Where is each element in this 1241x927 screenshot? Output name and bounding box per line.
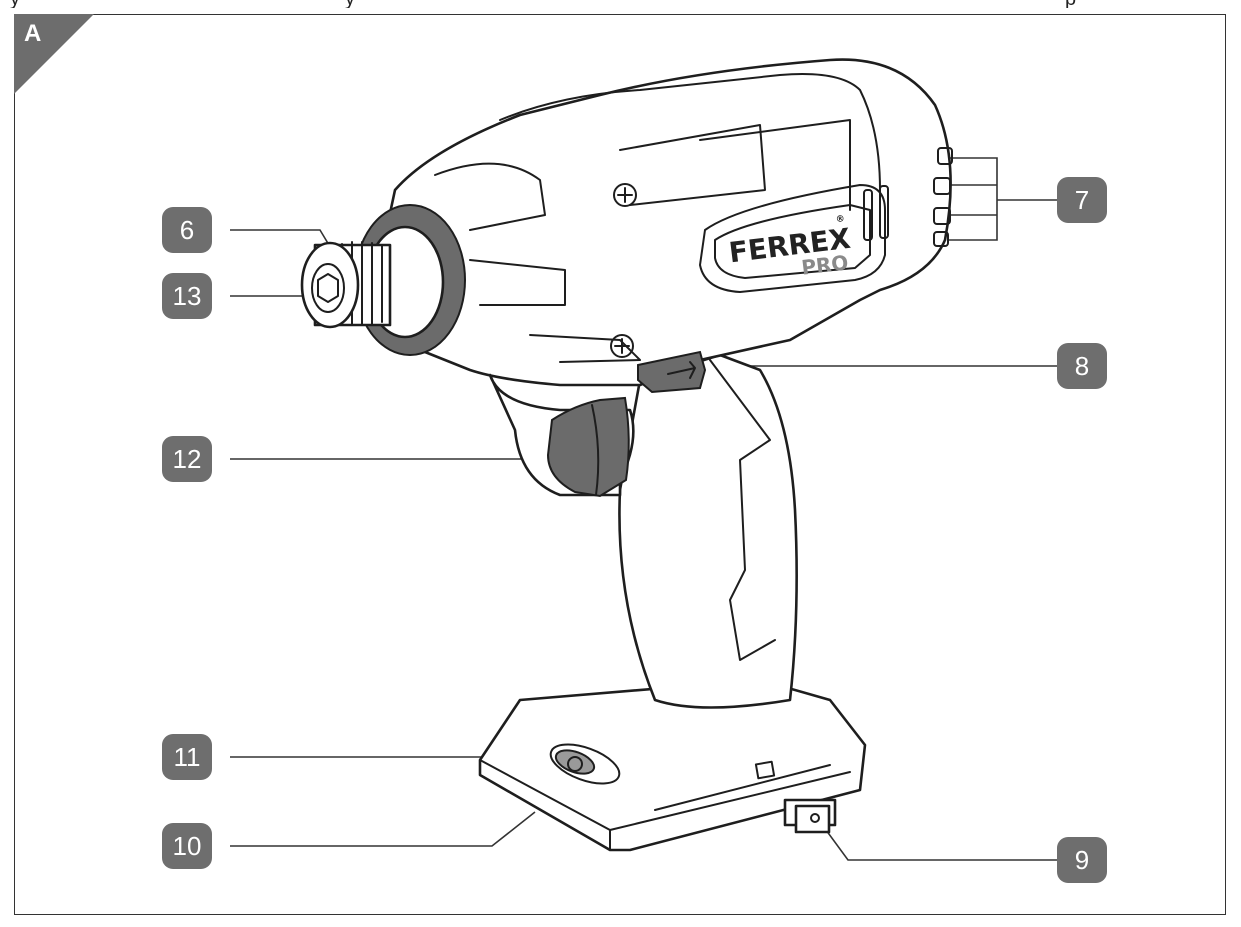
leader-10 <box>230 811 536 847</box>
figure-frame <box>14 14 1226 915</box>
header-fragment: y <box>10 0 20 8</box>
callout-6: 6 <box>162 207 212 253</box>
trigger-12 <box>546 396 630 498</box>
tool-base <box>478 678 867 852</box>
chuck <box>300 204 466 356</box>
cropped-header-text: y y p <box>0 0 1241 8</box>
callout-7: 7 <box>1057 177 1107 223</box>
callout-12: 12 <box>162 436 212 482</box>
callout-9: 9 <box>1057 837 1107 883</box>
trigger-guard <box>488 373 635 498</box>
tool-body <box>377 58 953 387</box>
figure-corner-tab <box>14 14 94 94</box>
callout-10: 10 <box>162 823 212 869</box>
leader-9 <box>814 814 1057 861</box>
callout-13: 13 <box>162 273 212 319</box>
brand-sub: PRO <box>800 250 850 280</box>
callout-8: 8 <box>1057 343 1107 389</box>
screw <box>613 183 637 207</box>
leader-lines <box>230 157 1057 861</box>
header-fragment: y <box>345 0 355 8</box>
direction-switch-8 <box>637 350 707 394</box>
brand-registered: ® <box>835 214 845 225</box>
led-button-11 <box>549 743 621 785</box>
tool-handle <box>618 353 798 709</box>
header-fragment: p <box>1065 0 1076 8</box>
leader-7-bracket <box>948 157 998 241</box>
figure-letter: A <box>24 20 42 47</box>
callout-11: 11 <box>162 734 212 780</box>
screw <box>610 334 634 358</box>
bit-holder-13 <box>317 273 339 303</box>
